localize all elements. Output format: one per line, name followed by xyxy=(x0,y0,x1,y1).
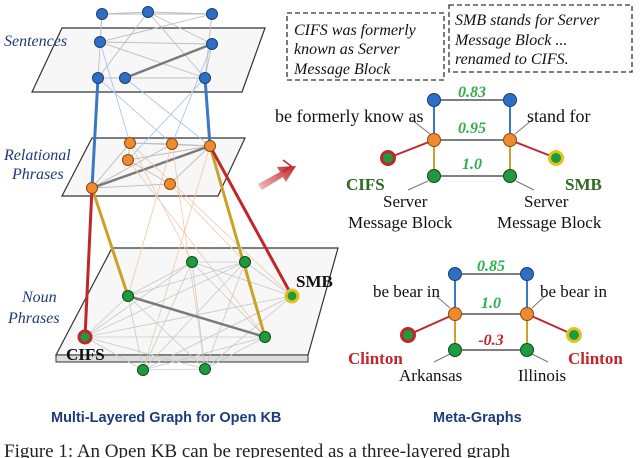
cross-edge-blue-left xyxy=(90,77,100,189)
caption-left: Multi-Layered Graph for Open KB xyxy=(51,410,281,426)
meta2-weight-2: 1.0 xyxy=(481,295,501,312)
meta1-left-entity: CIFS xyxy=(346,175,385,194)
meta1-weight-3: 1.0 xyxy=(462,156,482,173)
transition-chevron xyxy=(282,159,293,173)
sentence-box-2-line-2: Message Block ... xyxy=(454,32,567,49)
meta1-left-relation: be formerly know as xyxy=(275,106,423,126)
transition-arrow xyxy=(258,166,296,190)
figure-caption: Figure 1: An Open KB can be represented … xyxy=(4,441,510,458)
sentence-strong-edge xyxy=(124,42,213,80)
layer-label-relational-2: Phrases xyxy=(11,166,64,183)
layer-label-relational-1: Relational xyxy=(3,147,71,164)
meta-graph-1 xyxy=(380,93,564,191)
cross-edge-red-left xyxy=(83,187,94,338)
sentence-box-1-line-1: CIFS was formerly xyxy=(294,22,417,39)
sentence-relation-cross-edges xyxy=(97,41,213,161)
noun-nodes xyxy=(122,256,271,376)
noun-strong-edge xyxy=(127,294,266,339)
sentence-nodes xyxy=(92,6,218,84)
meta1-weight-1: 0.83 xyxy=(458,84,486,101)
meta2-weight-1: 0.85 xyxy=(477,258,505,275)
sentence-box-1 xyxy=(286,12,445,81)
sentence-box-2-line-1: SMB stands for Server xyxy=(455,12,600,29)
meta1-left-noun-1: Server xyxy=(383,192,428,211)
meta2-left-noun: Arkansas xyxy=(399,366,462,385)
relation-strong-edge xyxy=(91,144,211,190)
layer-label-sentences: Sentences xyxy=(4,33,67,50)
relation-nodes xyxy=(86,137,216,194)
meta2-left-entity: Clinton xyxy=(348,349,403,368)
smb-node xyxy=(284,288,300,304)
caption-right: Meta-Graphs xyxy=(433,410,522,426)
cross-edge-red-right xyxy=(208,145,294,297)
layer-label-noun-2: Phrases xyxy=(7,310,60,327)
meta1-weight-2: 0.95 xyxy=(458,120,486,137)
meta2-right-noun: Illinois xyxy=(518,366,566,385)
graph-entity-cifs: CIFS xyxy=(66,345,105,364)
meta1-left-noun-2: Message Block xyxy=(348,213,453,232)
meta1-right-noun-1: Server xyxy=(524,192,569,211)
graph-entity-smb: SMB xyxy=(296,272,333,291)
meta1-right-entity: SMB xyxy=(565,175,602,194)
meta1-right-relation: stand for xyxy=(527,106,590,126)
cifs-node xyxy=(77,329,93,345)
cross-edge-blue-right xyxy=(203,77,212,147)
cross-edge-gold-right xyxy=(208,145,267,338)
meta2-right-relation: be bear in xyxy=(540,282,608,301)
meta2-right-entity: Clinton xyxy=(568,349,623,368)
layer-label-noun-1: Noun xyxy=(21,289,57,306)
meta1-right-noun-2: Message Block xyxy=(497,213,602,232)
meta2-left-relation: be bear in xyxy=(373,282,441,301)
meta-graph-2 xyxy=(400,267,582,363)
sentence-box-2-line-3: renamed to CIFS. xyxy=(455,51,569,68)
sentence-box-1-line-2: known as Server xyxy=(294,41,401,58)
cross-edge-gold-left xyxy=(90,187,130,297)
sentence-box-1-line-3: Message Block xyxy=(293,61,391,78)
relation-noun-cross-edges xyxy=(127,142,293,371)
sentence-box-2 xyxy=(448,4,633,73)
meta2-weight-3: -0.3 xyxy=(478,332,503,349)
